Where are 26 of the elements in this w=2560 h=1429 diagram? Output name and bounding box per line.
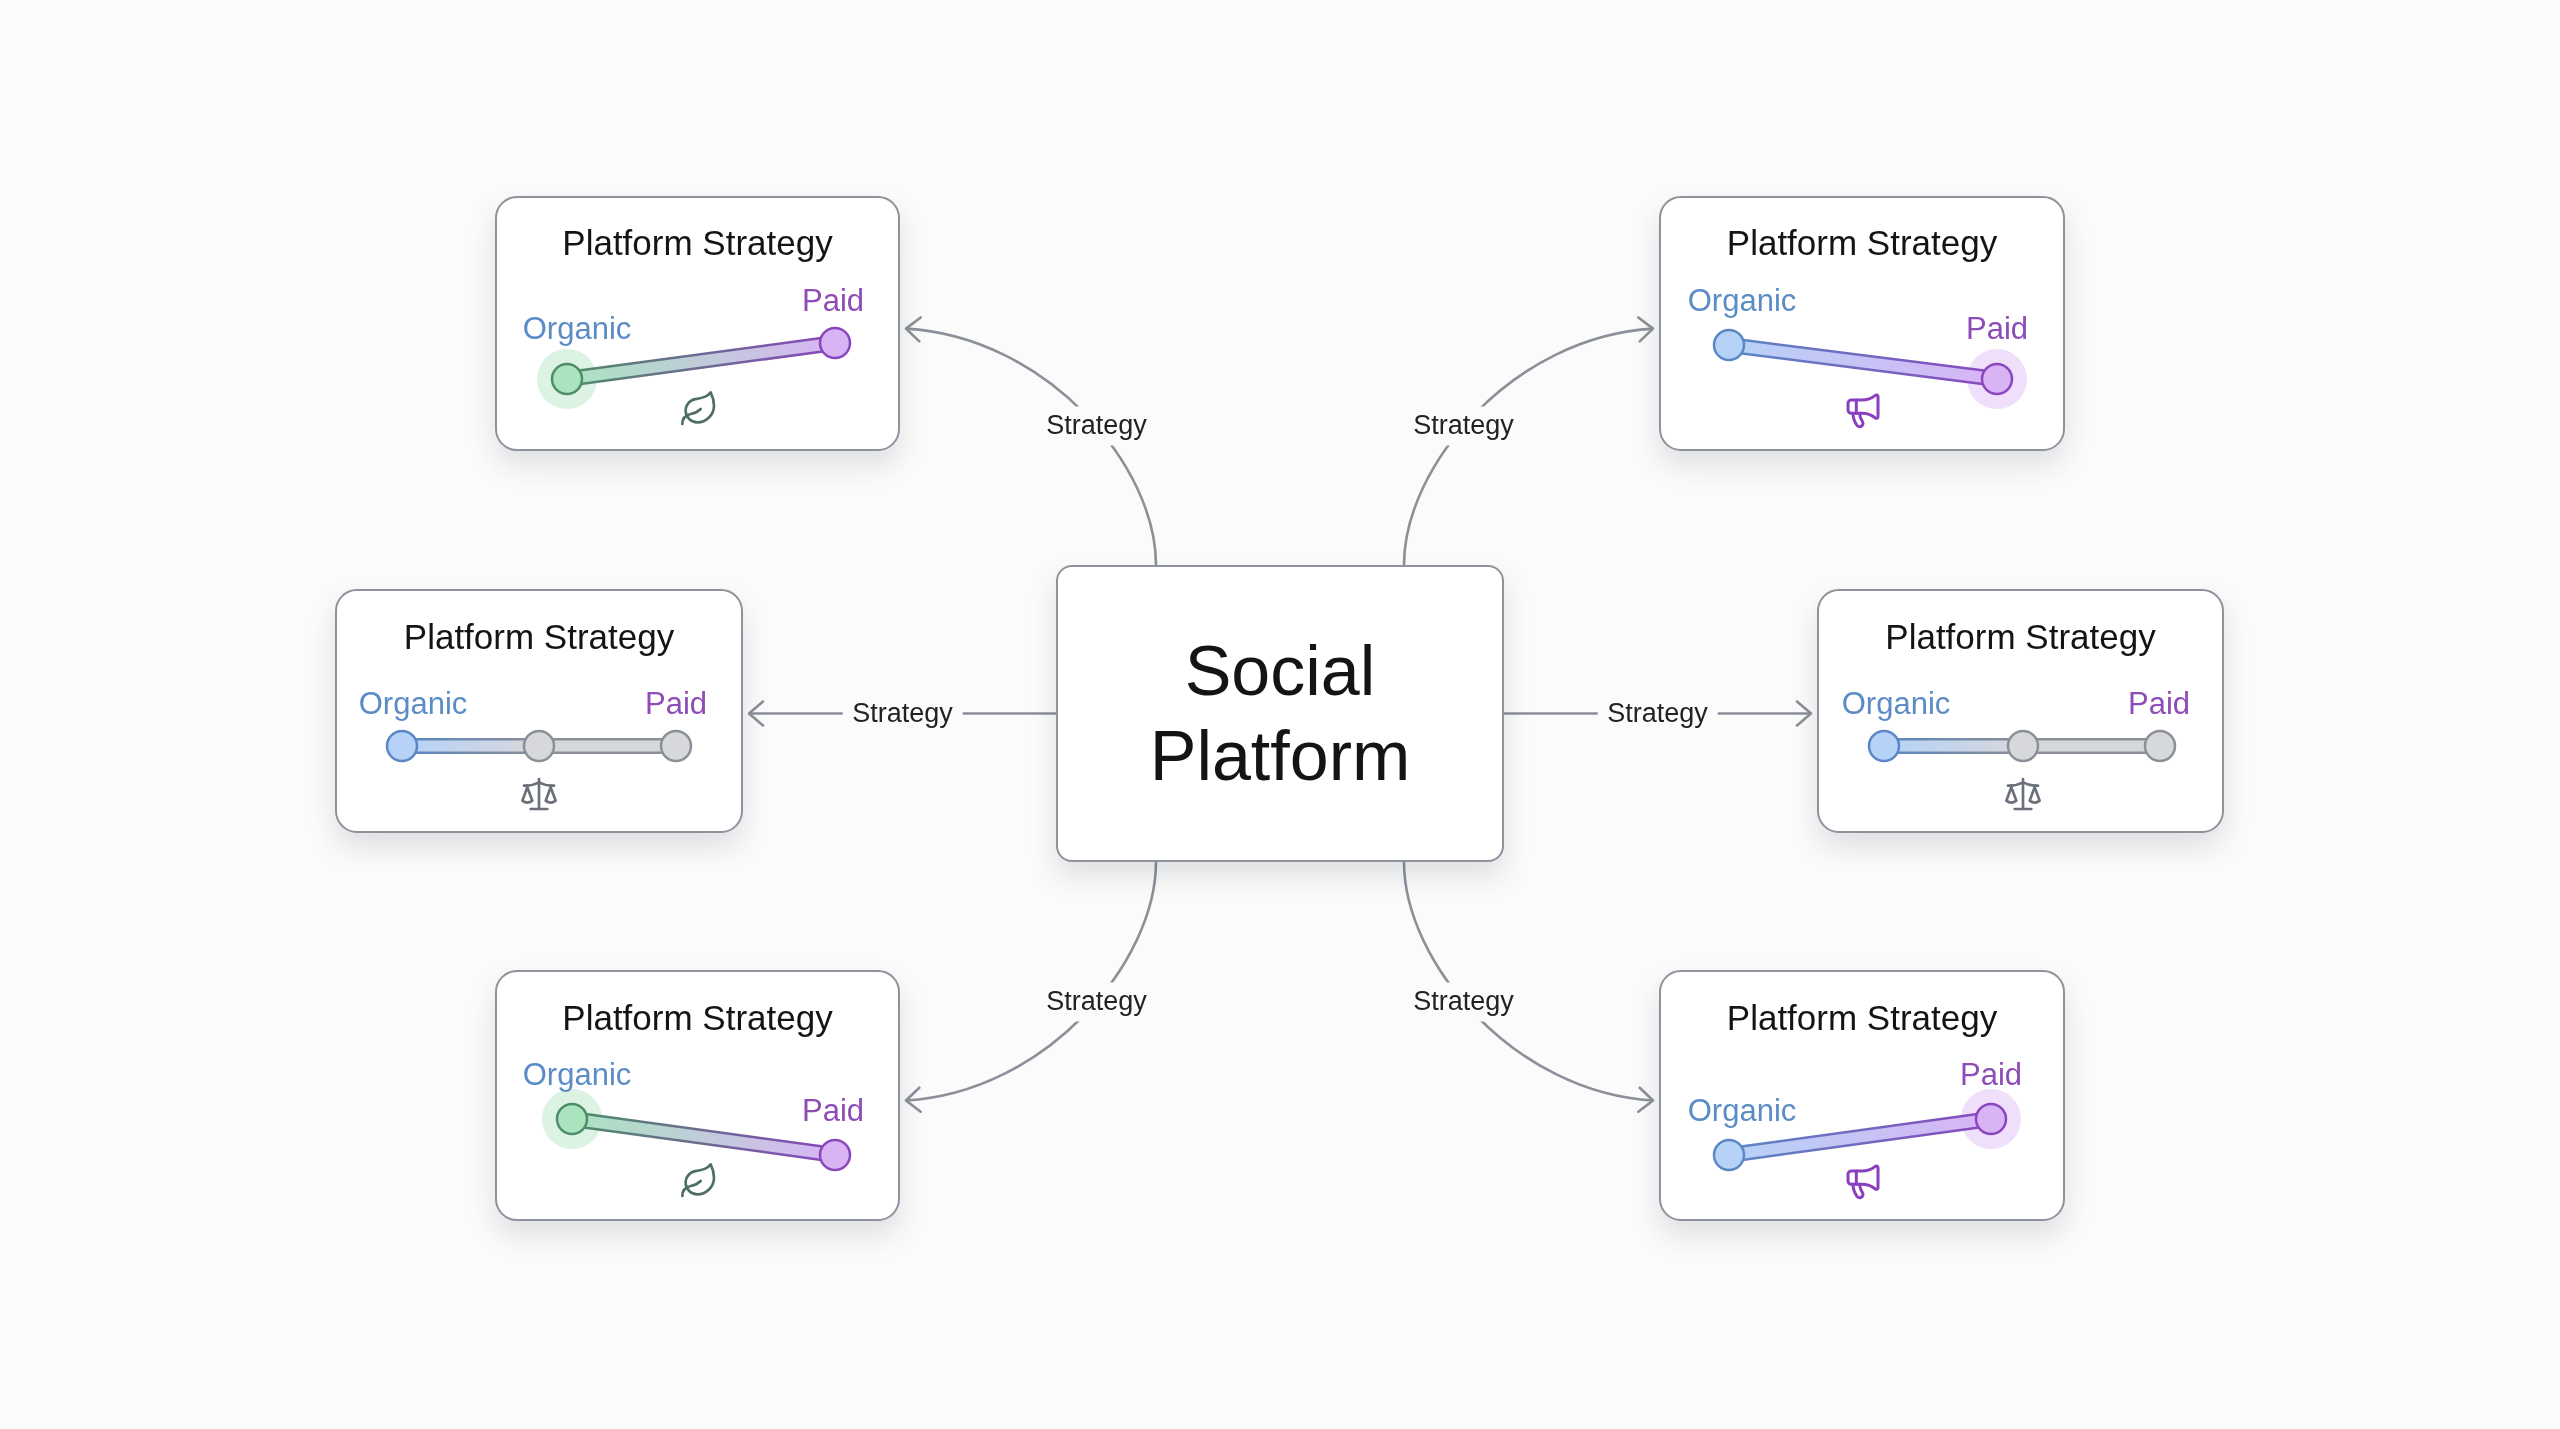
slider-label: Organic (522, 1057, 632, 1093)
strategy-card (335, 589, 743, 833)
slider-label: Paid (802, 1093, 864, 1129)
strategy-card (1659, 196, 2065, 451)
strategy-card (1659, 970, 2065, 1221)
card-title: Platform Strategy (1726, 222, 1998, 264)
slider-label: Paid (1966, 311, 2028, 347)
card-title: Platform Strategy (403, 616, 675, 658)
card-title: Platform Strategy (562, 997, 833, 1039)
card-title: Platform Strategy (1885, 616, 2156, 658)
card-title: Platform Strategy (562, 222, 833, 264)
card-title: Platform Strategy (1726, 997, 1998, 1039)
slider-label: Paid (1960, 1057, 2022, 1093)
slider-label: Paid (802, 283, 864, 319)
strategy-card (1817, 589, 2224, 833)
hub-box (1056, 565, 1504, 862)
slider-label: Organic (522, 311, 632, 347)
slider-label: Organic (1841, 686, 1951, 722)
slider-label: Organic (358, 686, 468, 722)
slider-label: Organic (1687, 283, 1797, 319)
slider-label: Paid (2128, 686, 2190, 722)
hub-title: Social Platform (1148, 630, 1412, 797)
slider-label: Organic (1687, 1093, 1797, 1129)
slider-label: Paid (645, 686, 707, 722)
strategy-card (495, 196, 900, 451)
strategy-card (495, 970, 900, 1221)
